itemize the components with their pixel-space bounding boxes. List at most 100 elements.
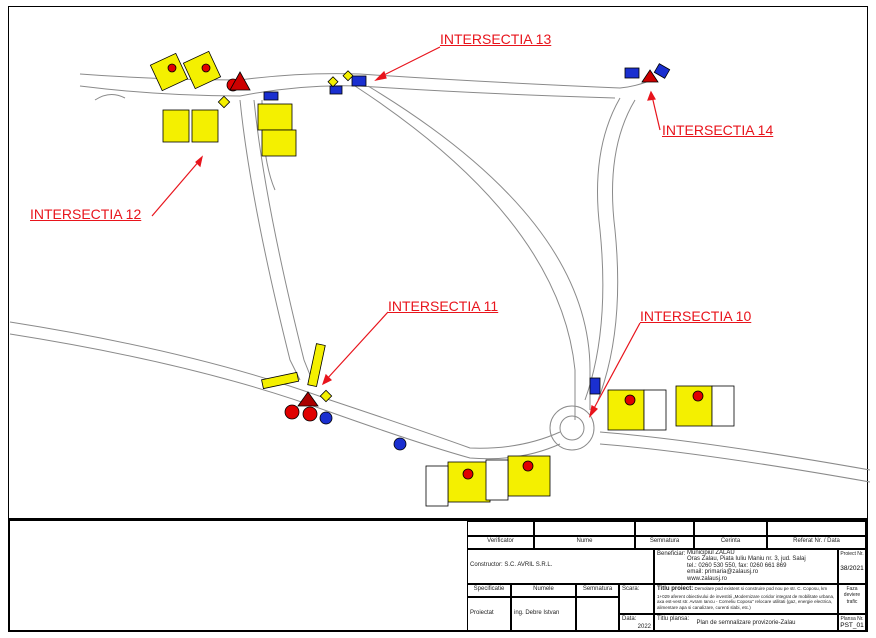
label-intersectia-12: INTERSECTIA 12 <box>30 206 142 222</box>
sign-red <box>302 406 318 422</box>
sign-panel-white <box>711 385 735 427</box>
beneficiar-details: Municipiul ZALAU Oras Zalau, Piata Iuliu… <box>687 550 806 582</box>
constructor: Constructor: S.C. AVRIL S.R.L. <box>467 549 654 584</box>
sign-info <box>624 67 640 79</box>
site-map <box>9 46 871 507</box>
sign-red <box>167 63 177 73</box>
data-label: Data: <box>622 616 637 622</box>
sign-priority <box>217 95 231 109</box>
sign-warning <box>229 71 251 91</box>
signs-intersectia-14 <box>624 63 671 83</box>
road-spur <box>94 94 126 101</box>
faza-value: deviere trafic <box>843 592 861 605</box>
road-curve-a <box>354 85 576 420</box>
signs-intersectia-10 <box>425 377 735 507</box>
sign-warning <box>297 391 319 407</box>
plansa-nr-label: Plansa Nr. <box>840 616 864 622</box>
header-semnatura: Semnatura <box>635 536 694 549</box>
sign-red <box>201 63 211 73</box>
data-value: 2022 <box>637 623 651 630</box>
sign-info <box>351 75 367 87</box>
label-intersectia-10: INTERSECTIA 10 <box>640 308 752 324</box>
header-semnatura-2: Semnatura <box>576 584 619 597</box>
sign-red <box>462 468 474 480</box>
faza: Faza deviere trafic <box>838 584 866 614</box>
sign-info <box>329 85 343 95</box>
sign-panel <box>607 389 645 431</box>
blank-cell <box>694 521 767 536</box>
sign-info <box>263 91 279 101</box>
roundabout-inner <box>559 415 585 441</box>
header-nume: Nume <box>534 536 635 549</box>
scara: Scara: <box>619 584 654 614</box>
road-curve-b <box>367 85 591 410</box>
sign-red <box>692 390 704 402</box>
beneficiar-line: www.zalausj.ro <box>687 575 728 582</box>
beneficiar-line: email: primaria@zalausj.ro <box>687 569 759 576</box>
road-vertical-b <box>253 99 313 381</box>
label-arrows <box>151 46 661 418</box>
road-curve-d <box>597 99 636 401</box>
road-main-b <box>9 333 561 460</box>
sign-panel-white <box>485 459 509 501</box>
sign-panel <box>162 109 190 143</box>
proiectat-label: Proiectat <box>467 597 511 632</box>
signature-cell <box>576 597 619 632</box>
titlu-proiect-label: Titlu proiect: <box>657 586 694 592</box>
sign-panel <box>261 371 300 390</box>
sign-panel <box>307 343 326 388</box>
sign-priority <box>342 70 354 82</box>
proiect-nr-label: Proiect Nr. <box>840 551 864 557</box>
sign-info <box>653 63 671 79</box>
signs-intersectia-13 <box>327 70 367 95</box>
sign-priority <box>327 76 339 88</box>
label-intersectia-14: INTERSECTIA 14 <box>662 122 774 138</box>
proiect-nr-value: 38/2021 <box>840 565 864 573</box>
sign-panel-white <box>425 465 449 507</box>
road-vertical-a <box>239 99 301 381</box>
sign-panel-white <box>643 389 667 431</box>
titlu-proiect-value: Demolare pod existent si construire pod … <box>657 586 835 610</box>
road-main-a <box>9 321 561 449</box>
faza-label: Faza <box>846 586 858 592</box>
plansa-nr-value: PST_01 <box>840 622 864 630</box>
sign-warning <box>641 69 659 83</box>
beneficiar-line: Oras Zalau, Piata Iuliu Maniu nr. 3, jud… <box>687 556 806 563</box>
sign-panel <box>261 129 297 157</box>
title-block: Verificator Nume Semnatura Cerinta Refer… <box>8 518 868 632</box>
blank-cell <box>635 521 694 536</box>
sign-red <box>284 404 300 420</box>
sign-blue <box>319 411 333 425</box>
data: Data: 2022 <box>619 614 654 632</box>
roads <box>9 73 871 483</box>
sign-red <box>624 394 636 406</box>
sign-panel <box>257 103 293 131</box>
sign-panel <box>191 109 219 143</box>
sign-panel <box>447 461 491 503</box>
sign-panel <box>675 385 713 427</box>
proiect-nr: Proiect Nr. 38/2021 <box>838 549 866 584</box>
signs-intersectia-11 <box>261 343 407 451</box>
titlu-plansa-label: Titlu plansa: <box>657 616 690 622</box>
signs-intersectia-12 <box>149 50 297 157</box>
proiectant-name: ing. Debre Istvan <box>511 597 576 632</box>
beneficiar-line: tel.: 0260 530 550, fax: 0260 661 869 <box>687 562 787 569</box>
beneficiar: Beneficiar: Municipiul ZALAU Oras Zalau,… <box>654 549 838 584</box>
header-verificator: Verificator <box>467 536 534 549</box>
titlu-proiect: Titlu proiect: Demolare pod existent si … <box>654 584 838 614</box>
beneficiar-line: Municipiul ZALAU <box>687 550 735 556</box>
road-curve-c <box>584 97 621 401</box>
road-top-edge-b <box>79 85 616 99</box>
sign-panel <box>182 50 222 90</box>
sign-priority <box>319 389 333 403</box>
titlu-plansa: Titlu plansa: Plan de semnalizare proviz… <box>654 614 838 632</box>
header-specificatie: Specificatie <box>467 584 511 597</box>
sign-info <box>589 377 601 395</box>
header-referat: Referat Nr. / Data <box>767 536 866 549</box>
label-intersectia-11: INTERSECTIA 11 <box>388 298 499 314</box>
blank-cell <box>534 521 635 536</box>
road-east-a <box>599 431 871 471</box>
header-cerinta: Cerinta <box>694 536 767 549</box>
blank-cell <box>767 521 866 536</box>
titlu-plansa-value: Plan de semnalizare provizorie-Zalau <box>696 619 796 626</box>
